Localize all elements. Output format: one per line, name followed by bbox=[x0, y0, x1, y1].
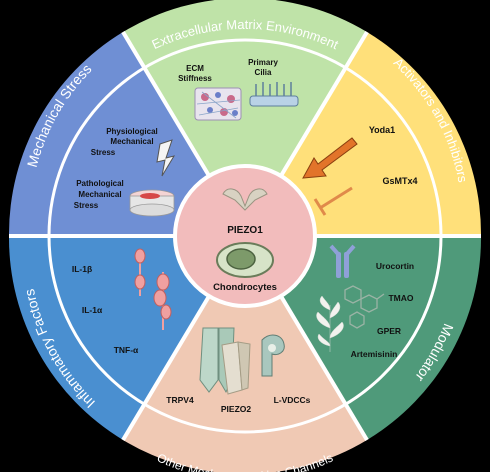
sector-activators bbox=[245, 32, 482, 236]
tmao-label: TMAO bbox=[388, 293, 413, 303]
center-subtitle: Chondrocytes bbox=[213, 282, 277, 293]
channel-icon bbox=[261, 334, 285, 377]
yoda1-label: Yoda1 bbox=[369, 125, 395, 135]
sector-ecm bbox=[123, 0, 367, 236]
center-title: PIEZO1 bbox=[227, 225, 263, 236]
sector-mechanical bbox=[8, 32, 246, 236]
center-circle bbox=[173, 164, 317, 308]
receptor-icon bbox=[329, 244, 356, 278]
piezo-trimer-icon bbox=[221, 341, 251, 395]
phys-label-3: Stress bbox=[91, 148, 116, 157]
ecm-label-2: Stiffness bbox=[178, 74, 212, 83]
ecm-stiffness-icon bbox=[194, 87, 242, 121]
urocortin-label: Urocortin bbox=[376, 261, 414, 271]
path-label-1: Pathological bbox=[76, 179, 124, 188]
lightning-icon bbox=[156, 139, 176, 177]
ecm-label-1: ECM bbox=[186, 64, 204, 73]
path-label-2: Mechanical bbox=[78, 190, 121, 199]
plant-icon bbox=[316, 295, 344, 352]
cartilage-pad-icon bbox=[129, 189, 175, 217]
cilia-label-1: Primary bbox=[248, 58, 278, 67]
cytokine-icon bbox=[134, 248, 172, 330]
path-label-3: Stress bbox=[74, 201, 99, 210]
molecule-icon bbox=[344, 285, 385, 329]
sector-inflammatory bbox=[8, 236, 246, 440]
primary-cilia-icon bbox=[249, 82, 299, 107]
gsmtx4-label: GsMTx4 bbox=[382, 176, 417, 186]
piezo2-label: PIEZO2 bbox=[221, 404, 252, 414]
chondrocyte-icon bbox=[216, 242, 274, 278]
piezo-trimer-icon bbox=[222, 188, 268, 211]
l-vddcs-label: L-VDCCs bbox=[274, 395, 311, 405]
gper-label: GPER bbox=[377, 326, 401, 336]
trpv4-label: TRPV4 bbox=[166, 395, 194, 405]
artemisinin-label: Artemisinin bbox=[351, 349, 398, 359]
sector-modulator bbox=[245, 236, 482, 440]
il1b-label: IL-1β bbox=[72, 264, 92, 274]
tnfa-label: TNF-α bbox=[114, 345, 139, 355]
cilia-label-2: Cilia bbox=[255, 68, 272, 77]
inhibitor-bar-icon bbox=[313, 186, 353, 216]
il1a-label: IL-1α bbox=[82, 305, 103, 315]
activator-arrow-icon bbox=[302, 137, 358, 179]
inner-ring bbox=[47, 38, 443, 434]
phys-label-2: Mechanical bbox=[110, 137, 153, 146]
phys-label-1: Physiological bbox=[106, 127, 158, 136]
